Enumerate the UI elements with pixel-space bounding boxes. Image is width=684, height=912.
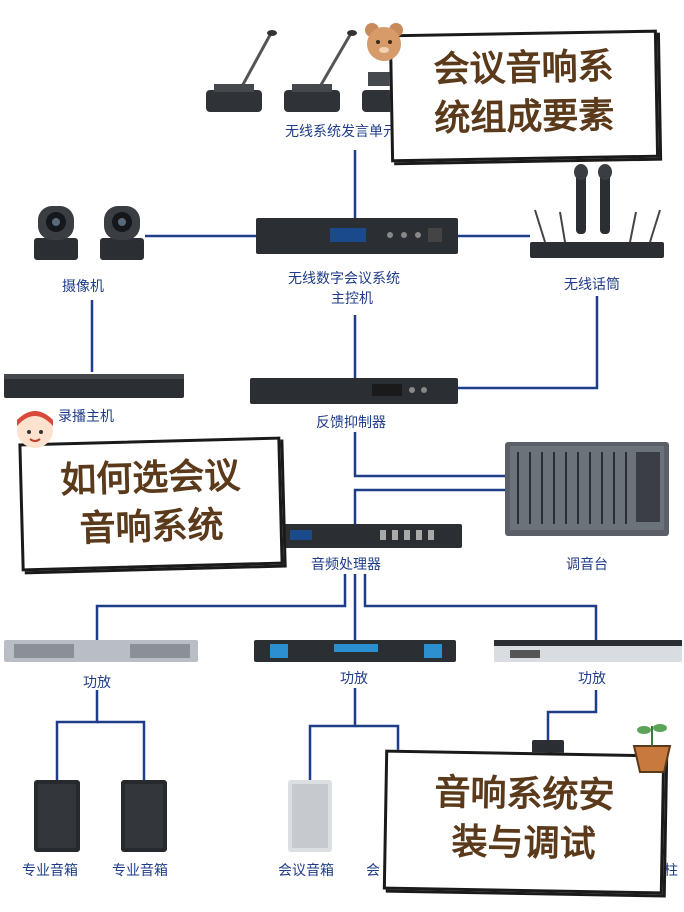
banner-bottom-right-line-1: 音响系统安 xyxy=(434,772,615,817)
line-amp3-speakers xyxy=(546,690,598,740)
conference-speaker-icon xyxy=(288,780,332,852)
camera-icon xyxy=(100,206,144,260)
feedback-suppressor-device xyxy=(250,378,458,404)
conference-host-device xyxy=(256,218,458,254)
banner-top-right-line-1: 会议音响系 xyxy=(433,46,614,91)
girl-sticker-icon xyxy=(17,411,53,448)
banner-top-right-line-2: 统组成要素 xyxy=(434,95,615,140)
label-recorder: 录播主机 xyxy=(58,409,114,425)
line-amp1-speakers xyxy=(55,690,99,780)
label-feedback-suppressor: 反馈抑制器 xyxy=(316,415,386,431)
label-column-speaker: 柱 xyxy=(664,863,678,879)
banner-middle-left-line-1: 如何选会议 xyxy=(59,455,241,502)
line-amp2-speakers xyxy=(308,688,357,780)
label-host: 无线数字会议系统 xyxy=(288,271,400,287)
banner-middle-left: 如何选会议 音响系统 xyxy=(18,436,284,572)
label-amp-1: 功放 xyxy=(83,675,111,691)
banner-bottom-right-line-2: 装与调试 xyxy=(451,821,596,865)
gooseneck-mic-unit xyxy=(206,30,277,112)
line-processor-amp1 xyxy=(95,574,347,640)
label-pro-speaker-2: 专业音箱 xyxy=(112,863,168,879)
label-pro-speaker-1: 专业音箱 xyxy=(22,863,78,879)
banner-top-right: 会议音响系 统组成要素 xyxy=(388,29,660,163)
line-amp1-speakers-b xyxy=(97,720,146,780)
bear-sticker-icon xyxy=(365,23,403,61)
label-wireless-speaker-unit: 无线系统发言单元 xyxy=(285,124,397,140)
label-mixer: 调音台 xyxy=(566,557,608,573)
line-mic-feedback xyxy=(458,296,599,390)
label-audio-processor: 音频处理器 xyxy=(311,557,381,573)
line-mixer-processor xyxy=(353,488,505,524)
line-feedback-mixer xyxy=(353,432,505,478)
gooseneck-mic-unit xyxy=(284,30,357,112)
plant-pot-sticker-icon xyxy=(632,724,672,773)
label-camera: 摄像机 xyxy=(62,279,104,295)
mixer-device xyxy=(505,442,669,536)
pro-speaker-icon xyxy=(121,780,167,852)
label-conference-speaker-1: 会议音箱 xyxy=(278,863,334,879)
line-processor-amp3 xyxy=(363,574,598,640)
pro-speaker-icon xyxy=(34,780,80,852)
banner-middle-left-line-2: 音响系统 xyxy=(79,504,225,550)
label-amp-2: 功放 xyxy=(340,671,368,687)
amplifier-device-1 xyxy=(4,640,198,662)
camera-icon xyxy=(34,206,78,260)
label-amp-3: 功放 xyxy=(578,671,606,687)
audio-processor-device xyxy=(270,524,462,548)
amplifier-device-3 xyxy=(494,640,682,662)
banner-bottom-right: 音响系统安 装与调试 xyxy=(382,749,666,895)
connection-lines xyxy=(55,150,599,780)
wireless-mic-device xyxy=(530,164,664,258)
label-wireless-mic: 无线话筒 xyxy=(564,277,620,293)
label-conference-speaker-2: 会 xyxy=(366,863,380,879)
amplifier-device-2 xyxy=(254,640,456,662)
recorder-device xyxy=(4,374,184,398)
label-host-2: 主控机 xyxy=(331,291,373,307)
